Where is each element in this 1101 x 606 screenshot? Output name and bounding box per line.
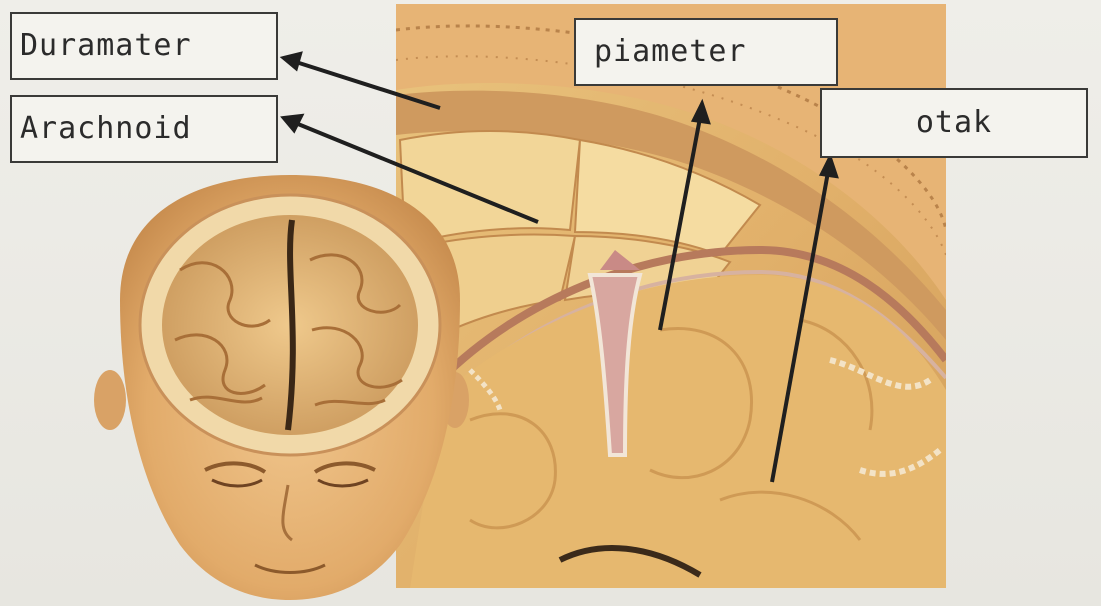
label-piameter: piameter xyxy=(574,18,838,86)
arrowhead-duramater-icon xyxy=(284,54,300,68)
label-duramater: Duramater xyxy=(10,12,278,80)
label-arachnoid: Arachnoid xyxy=(10,95,278,163)
arrowhead-arachnoid-icon xyxy=(284,116,301,130)
label-otak: otak xyxy=(820,88,1088,158)
